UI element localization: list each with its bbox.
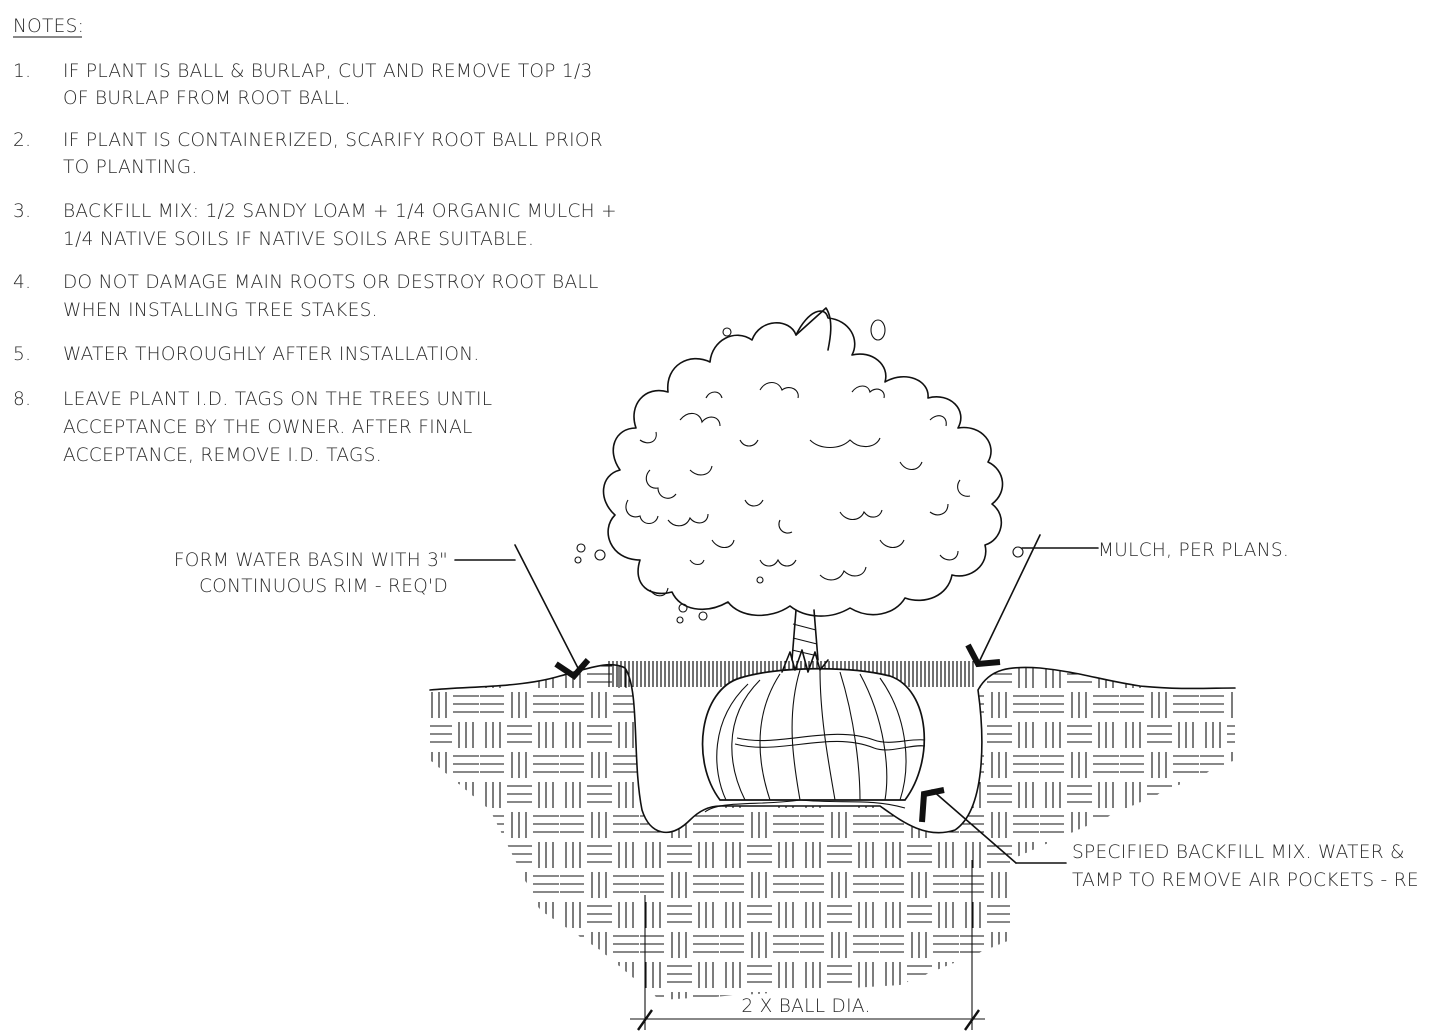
notes-heading: NOTES: [13, 16, 84, 37]
note-3: 3. BACKFILL MIX: 1/2 SANDY LOAM + 1/4 OR… [13, 201, 617, 250]
svg-text:ACCEPTANCE BY THE OWNER. AFTER: ACCEPTANCE BY THE OWNER. AFTER FINAL [63, 417, 473, 438]
notes-block: NOTES: 1. IF PLANT IS BALL & BURLAP, CUT… [13, 16, 617, 466]
svg-text:IF PLANT IS CONTAINERIZED, SC: IF PLANT IS CONTAINERIZED, SCARIFY ROOT … [63, 130, 603, 151]
note-2: 2. IF PLANT IS CONTAINERIZED, SCARIFY RO… [13, 130, 603, 178]
svg-text:OF BURLAP FROM ROOT BALL.: OF BURLAP FROM ROOT BALL. [63, 88, 351, 109]
svg-text:DO NOT DAMAGE MAIN ROOTS OR DE: DO NOT DAMAGE MAIN ROOTS OR DESTROY ROOT… [63, 272, 599, 293]
soil-hatch [430, 664, 1235, 1000]
svg-text:WHEN INSTALLING TREE STAKES.: WHEN INSTALLING TREE STAKES. [63, 300, 378, 321]
callout-leaders [454, 534, 1099, 864]
svg-text:TO PLANTING.: TO PLANTING. [63, 157, 198, 178]
svg-text:8.: 8. [13, 389, 31, 410]
existing-soil-pattern [430, 664, 1235, 1000]
tree-trunk [781, 609, 829, 673]
svg-text:1/4 NATIVE SOILS IF NATIVE SOI: 1/4 NATIVE SOILS IF NATIVE SOILS ARE SUI… [63, 229, 534, 250]
backfill-label-line1: SPECIFIED BACKFILL MIX. WATER & [1072, 842, 1405, 863]
mulch-label: MULCH, PER PLANS. [1098, 540, 1289, 561]
planting-pit-outline [719, 666, 1236, 834]
backfill-label-line2: TAMP TO REMOVE AIR POCKETS - RE [1072, 870, 1419, 891]
svg-text:WATER THOROUGHLY AFTER INSTALL: WATER THOROUGHLY AFTER INSTALLATION. [63, 344, 480, 365]
note-4: 4. DO NOT DAMAGE MAIN ROOTS OR DESTROY R… [13, 272, 599, 321]
note-1: 1. IF PLANT IS BALL & BURLAP, CUT AND RE… [13, 61, 593, 109]
svg-text:1.: 1. [13, 61, 31, 82]
svg-text:BACKFILL MIX: 1/2 SANDY LOAM +: BACKFILL MIX: 1/2 SANDY LOAM + 1/4 ORGAN… [63, 201, 617, 222]
dimension-label: 2 X BALL DIA. [741, 996, 870, 1017]
svg-text:2.: 2. [13, 130, 31, 151]
svg-text:ACCEPTANCE, REMOVE I.D. TAGS.: ACCEPTANCE, REMOVE I.D. TAGS. [63, 445, 382, 466]
note-5: 5. WATER THOROUGHLY AFTER INSTALLATION. [13, 344, 480, 365]
water-basin-label-line2: CONTINUOUS RIM - REQ'D [199, 576, 448, 597]
ball-diameter-dimension: 2 X BALL DIA. [630, 860, 985, 1031]
svg-text:IF PLANT IS BALL & BURLAP, CUT: IF PLANT IS BALL & BURLAP, CUT AND REMOV… [63, 61, 593, 82]
callout-labels: FORM WATER BASIN WITH 3" CONTINUOUS RIM … [174, 540, 1419, 891]
root-ball [701, 667, 926, 801]
svg-text:LEAVE PLANT I.D. TAGS ON THE T: LEAVE PLANT I.D. TAGS ON THE TREES UNTIL [63, 389, 492, 410]
water-basin-label-line1: FORM WATER BASIN WITH 3" [174, 550, 448, 571]
svg-text:5.: 5. [13, 344, 31, 365]
svg-text:3.: 3. [13, 201, 31, 222]
note-8: 8. LEAVE PLANT I.D. TAGS ON THE TREES UN… [13, 389, 492, 466]
tree-canopy [574, 307, 1024, 624]
svg-text:4.: 4. [13, 272, 31, 293]
